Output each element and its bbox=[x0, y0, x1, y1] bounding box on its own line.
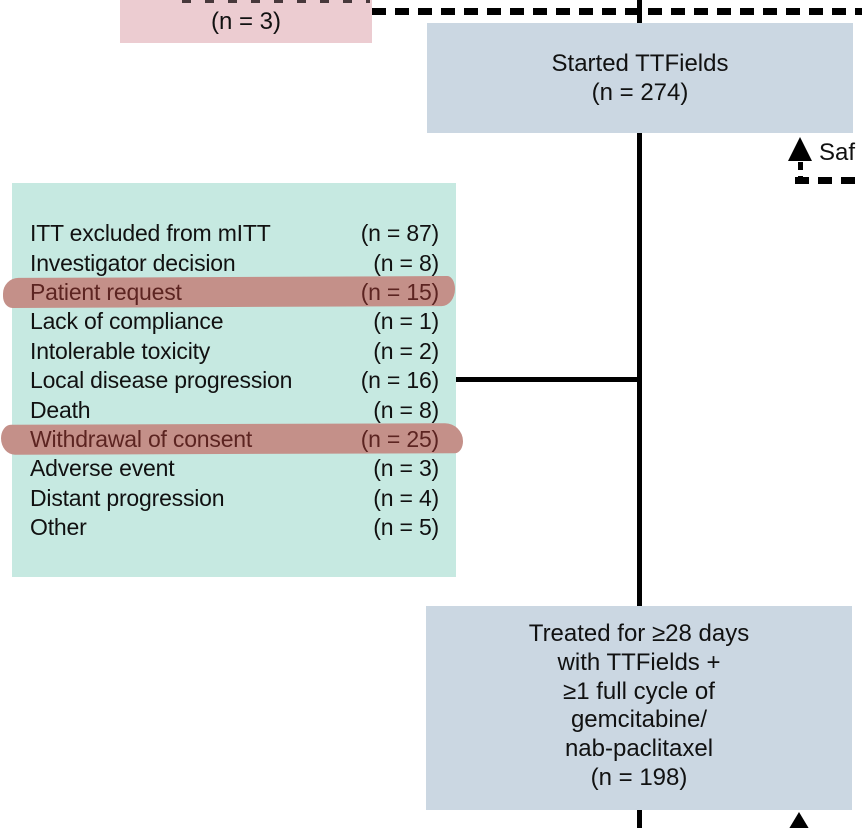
excluded-row-value: (n = 5) bbox=[373, 514, 439, 541]
excluded-row-label: Distant progression bbox=[30, 484, 225, 511]
excluded-row-value: (n = 25) bbox=[360, 425, 440, 452]
excluded-row-value: (n = 4) bbox=[373, 484, 439, 511]
excluded-row-value: (n = 8) bbox=[373, 249, 439, 276]
excluded-row-value: (n = 1) bbox=[373, 308, 439, 335]
excluded-reasons-list: ITT excluded from mITT (n = 87) Investig… bbox=[12, 183, 456, 577]
excluded-row-label: ITT excluded from mITT bbox=[30, 220, 271, 247]
excluded-connector-line bbox=[456, 377, 640, 382]
treated-box-line: Treated for ≥28 days bbox=[528, 620, 750, 647]
excluded-row: ITT excluded from mITT (n = 87) bbox=[30, 219, 439, 248]
arrow-up-icon bbox=[787, 812, 811, 828]
excluded-row: Other (n = 5) bbox=[30, 513, 439, 542]
safety-label: Saf bbox=[819, 139, 856, 166]
treated-box-line: nab-paclitaxel bbox=[564, 735, 714, 763]
started-ttfields-count: (n = 274) bbox=[591, 78, 689, 106]
safety-dashed-horizontal-line bbox=[795, 177, 862, 184]
clipped-text-fragments bbox=[182, 0, 370, 3]
excluded-row-highlighted: Withdrawal of consent (n = 25) bbox=[30, 425, 439, 454]
bottom-flow-line bbox=[637, 810, 642, 828]
safety-dashed-vertical-line bbox=[798, 162, 803, 183]
excluded-row-value: (n = 16) bbox=[360, 367, 440, 394]
excluded-row: Local disease progression (n = 16) bbox=[30, 366, 439, 395]
excluded-row-label: Intolerable toxicity bbox=[30, 337, 211, 364]
excluded-row-label: Lack of compliance bbox=[30, 308, 224, 335]
started-ttfields-box: Started TTFields (n = 274) bbox=[427, 23, 853, 133]
treated-box-count: (n = 198) bbox=[590, 763, 688, 791]
main-flow-line bbox=[637, 133, 642, 606]
excluded-row-value: (n = 15) bbox=[360, 278, 440, 305]
started-ttfields-line1: Started TTFields bbox=[551, 50, 729, 77]
excluded-row-value: (n = 8) bbox=[373, 396, 439, 423]
top-left-dropout-box: (n = 3) bbox=[120, 0, 372, 43]
excluded-row-label: Local disease progression bbox=[30, 367, 293, 394]
top-left-dropout-count: (n = 3) bbox=[210, 8, 282, 35]
top-dashed-connector-line bbox=[372, 8, 862, 15]
excluded-reasons-box bbox=[12, 183, 456, 577]
excluded-row: Death (n = 8) bbox=[30, 395, 439, 424]
excluded-row-highlighted: Patient request (n = 15) bbox=[30, 278, 439, 307]
excluded-row-label: Withdrawal of consent bbox=[30, 425, 253, 452]
treated-box-line: with TTFields + bbox=[557, 648, 721, 676]
excluded-row-label: Patient request bbox=[30, 278, 182, 305]
excluded-row-label: Death bbox=[30, 396, 91, 423]
treated-box-line: ≥1 full cycle of bbox=[563, 677, 715, 705]
arrow-up-icon bbox=[788, 137, 812, 161]
excluded-row-value: (n = 2) bbox=[373, 337, 439, 364]
excluded-row: Lack of compliance (n = 1) bbox=[30, 307, 439, 336]
excluded-row-value: (n = 87) bbox=[360, 220, 440, 247]
excluded-row: Distant progression (n = 4) bbox=[30, 484, 439, 513]
excluded-row-label: Other bbox=[30, 514, 87, 541]
excluded-row-value: (n = 3) bbox=[373, 455, 439, 482]
treated-box-line: gemcitabine/ bbox=[570, 706, 708, 734]
top-vertical-tick-line bbox=[637, 0, 642, 23]
treated-box: Treated for ≥28 days with TTFields + ≥1 … bbox=[426, 606, 852, 810]
excluded-row-label: Investigator decision bbox=[30, 249, 236, 276]
excluded-row: Adverse event (n = 3) bbox=[30, 454, 439, 483]
excluded-row-label: Adverse event bbox=[30, 455, 175, 482]
excluded-row: Intolerable toxicity (n = 2) bbox=[30, 337, 439, 366]
excluded-row: Investigator decision (n = 8) bbox=[30, 248, 439, 277]
